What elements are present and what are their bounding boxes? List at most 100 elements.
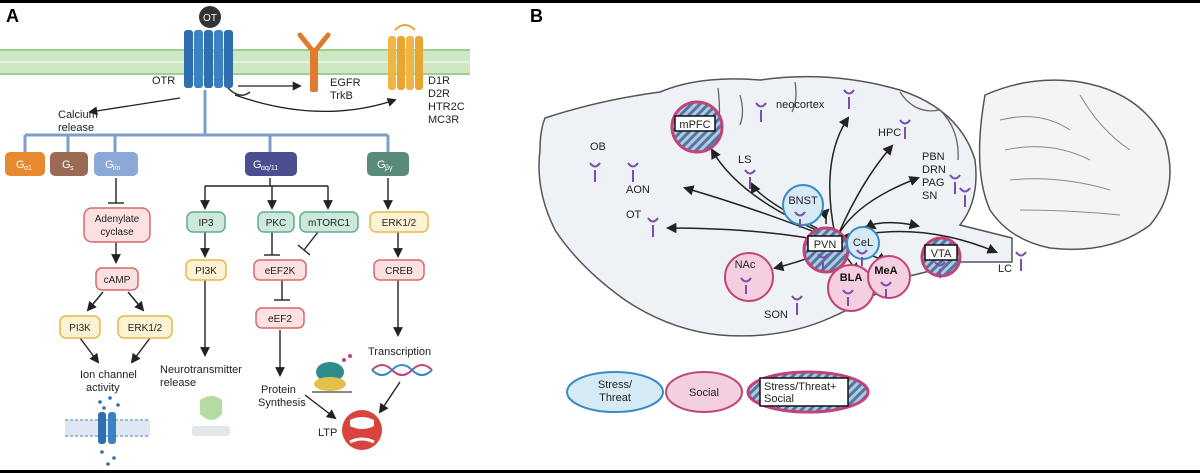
adenylate-label-1: Adenylate <box>95 214 140 225</box>
legend-stress-swatch <box>566 371 664 413</box>
cerebellum-outline <box>978 79 1171 251</box>
calcium-label-1: Calcium <box>58 109 98 121</box>
ion-channel-illustration <box>65 396 150 466</box>
drn-label: DRN <box>922 164 946 176</box>
pi3k-left-box <box>59 315 101 339</box>
cel-label: CeL <box>853 237 873 249</box>
vta-label-box <box>924 244 958 261</box>
legend-both-label-2: Social <box>764 393 794 405</box>
eef2-box <box>255 307 305 329</box>
eef2k-box <box>253 259 307 281</box>
svg-text:G: G <box>62 159 71 171</box>
svg-text:i/o: i/o <box>113 165 121 172</box>
creb-label: CREB <box>385 266 413 277</box>
gq-pathway <box>200 178 403 420</box>
vta-label: VTA <box>931 248 952 260</box>
htr2c-label: HTR2C <box>428 101 465 113</box>
cerebellum-folds <box>999 94 1131 216</box>
mea-label: MeA <box>874 265 897 277</box>
legend: Stress/ Threat Social Stress/Threat+ Soc… <box>566 370 870 414</box>
mtorc1-box <box>299 211 359 233</box>
erk-left-label: ERK1/2 <box>128 323 163 334</box>
ribosome-illustration <box>312 354 352 393</box>
pvn-label: PVN <box>814 239 837 251</box>
svg-text:α1: α1 <box>24 165 32 172</box>
calcium-label-2: release <box>58 122 94 134</box>
g-protein-tree <box>23 90 390 152</box>
egfr-receptor <box>297 32 331 92</box>
legend-social-label: Social <box>689 387 719 399</box>
synapse-illustration <box>192 396 230 436</box>
ip3-label: IP3 <box>198 218 213 229</box>
nac-label: NAc <box>735 259 756 271</box>
eef2-label: eEF2 <box>268 314 292 325</box>
pi3k-mid-label: PI3K <box>195 266 217 277</box>
svg-text:s: s <box>70 165 74 172</box>
ltp-synapse-post <box>349 437 375 444</box>
g-io-box: G i/o <box>94 152 138 176</box>
son-label: SON <box>764 309 788 321</box>
neocortex-label: neocortex <box>776 99 825 111</box>
adenylate-cyclase-box <box>83 207 151 243</box>
legend-stress-label-1: Stress/ <box>598 379 633 391</box>
mea-region <box>867 255 911 299</box>
neuro-label-2: release <box>160 377 196 389</box>
svg-text:G: G <box>105 159 114 171</box>
egfr-label: EGFR <box>330 77 361 89</box>
legend-both-box <box>759 377 849 407</box>
gio-pathway <box>79 178 151 364</box>
lc-label: LC <box>998 263 1012 275</box>
protein-label-1: Protein <box>261 384 296 396</box>
ls-label: LS <box>738 154 751 166</box>
legend-stress-label-2: Threat <box>599 392 631 404</box>
ip3-box <box>186 211 226 233</box>
dna-illustration <box>371 364 433 376</box>
neuro-label-1: Neurotransmitter <box>160 364 242 376</box>
svg-text:αq/11: αq/11 <box>261 165 278 172</box>
camp-label: cAMP <box>104 275 131 286</box>
gpcr-receptor <box>388 24 423 90</box>
transcription-label: Transcription <box>368 346 431 358</box>
erk-right-box <box>369 211 429 233</box>
mc3r-label: MC3R <box>428 114 459 126</box>
legend-social-swatch <box>665 371 743 413</box>
erk-left-box <box>117 315 173 339</box>
bnst-label: BNST <box>788 195 818 207</box>
adenylate-label-2: cyclase <box>100 227 134 238</box>
ltp-synapse-inner <box>350 417 374 429</box>
aon-label: AON <box>626 184 650 196</box>
ob-label: OB <box>590 141 606 153</box>
trkb-label: TrkB <box>330 90 353 102</box>
svg-text:G: G <box>16 159 25 171</box>
sn-label: SN <box>922 190 937 202</box>
creb-box <box>373 259 425 281</box>
pi3k-left-label: PI3K <box>69 323 91 334</box>
panel-b-label: B <box>530 6 543 26</box>
ot-region-label: OT <box>626 209 642 221</box>
camp-box <box>95 267 139 291</box>
ot-label: OT <box>203 13 217 24</box>
region-receptor-glyphs <box>740 211 946 306</box>
bnst-region <box>782 184 824 226</box>
otr-label: OTR <box>152 75 175 87</box>
g-alpha1-box: G α1 <box>5 152 45 176</box>
brain-outline <box>538 75 1013 337</box>
legend-both-label-1: Stress/Threat+ <box>764 381 836 393</box>
pvn-label-box <box>807 235 843 252</box>
nac-region <box>724 252 774 302</box>
hpc-label: HPC <box>878 127 901 139</box>
ion-label-1: Ion channel <box>80 369 137 381</box>
otr-arrows <box>88 81 397 116</box>
erk-right-label: ERK1/2 <box>382 218 417 229</box>
g-bg-box: G βγ <box>367 152 409 176</box>
mpfc-label-box <box>674 115 716 132</box>
ltp-synapse-icon <box>342 410 382 450</box>
panel-a-label: A <box>6 6 19 26</box>
mtorc1-label: mTORC1 <box>308 218 350 229</box>
g-q11-box: G αq/11 <box>245 152 297 176</box>
g-s-box: G s <box>50 152 88 176</box>
pkc-label: PKC <box>266 218 287 229</box>
d2r-label: D2R <box>428 88 450 100</box>
protein-label-2: Synthesis <box>258 397 306 409</box>
svg-text:βγ: βγ <box>385 165 393 172</box>
